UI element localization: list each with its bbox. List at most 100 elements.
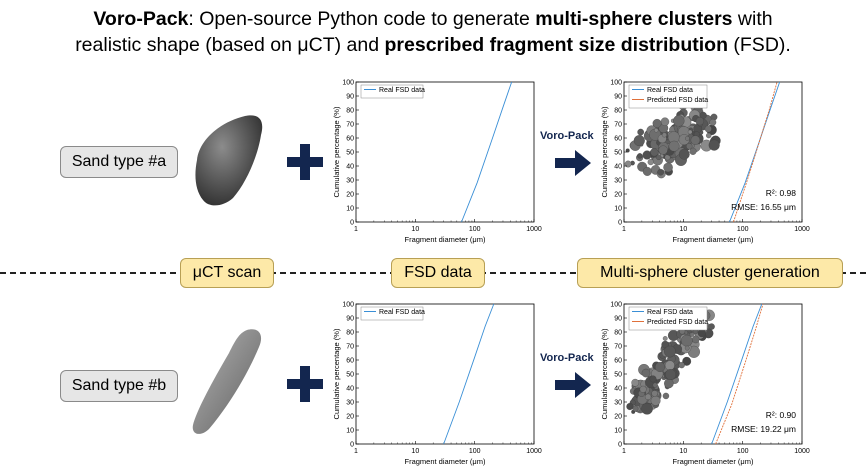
cluster-sphere [633, 135, 645, 147]
legend-box [360, 306, 424, 321]
voro-pack-label-a: Voro-Pack [540, 130, 594, 142]
legend-label: Predicted FSD data [647, 319, 708, 326]
legend-box [628, 84, 708, 109]
title-line-1: Voro-Pack: Open-source Python code to ge… [93, 8, 773, 30]
cluster-sphere [706, 132, 712, 139]
y-tick-label: 50 [346, 150, 354, 157]
sand-type-a-label: Sand type #a [60, 146, 178, 178]
cluster-sphere [662, 392, 670, 400]
x-tick-label: 100 [737, 226, 749, 233]
cluster-sphere [673, 115, 685, 127]
x-axis-label: Fragment diameter (μm) [672, 457, 754, 466]
cluster-sphere [708, 323, 715, 330]
cluster-sphere [664, 378, 674, 389]
cluster-sphere [681, 334, 693, 347]
y-tick-label: 40 [614, 164, 622, 171]
y-tick-label: 100 [610, 80, 622, 87]
y-tick-label: 80 [346, 330, 354, 337]
y-tick-label: 70 [614, 122, 622, 129]
series-line [729, 81, 781, 223]
sand-grain-b-icon [192, 329, 262, 434]
y-tick-label: 10 [614, 428, 622, 435]
right-arrow-icon [555, 150, 591, 176]
legend: Real FSD data [360, 84, 425, 99]
cluster-sphere [651, 390, 658, 397]
y-tick-label: 80 [614, 108, 622, 115]
x-tick-label: 100 [737, 448, 749, 455]
y-tick-label: 90 [614, 94, 622, 101]
cluster-sphere [631, 378, 640, 387]
y-tick-label: 90 [614, 316, 622, 323]
cluster-sphere [650, 395, 661, 406]
y-tick-label: 60 [614, 358, 622, 365]
y-tick-label: 40 [346, 386, 354, 393]
y-tick-label: 70 [346, 344, 354, 351]
cluster-sphere [664, 345, 676, 358]
cluster-sphere [682, 356, 692, 366]
x-tick-label: 100 [469, 448, 481, 455]
cluster-sphere [678, 148, 690, 160]
page-title: Voro-Pack: Open-source Python code to ge… [0, 6, 866, 58]
series-line [443, 303, 495, 445]
cluster-sphere [685, 136, 690, 141]
cluster-generation-tag: Multi-sphere cluster generation [577, 258, 843, 288]
x-tick-label: 1 [354, 448, 358, 455]
sand-grain-a-icon [195, 115, 263, 206]
y-tick-label: 20 [614, 192, 622, 199]
x-tick-label: 1000 [526, 226, 542, 233]
x-axis-label: Fragment diameter (μm) [672, 235, 754, 244]
cluster-sphere [695, 117, 704, 126]
cluster-sphere [687, 129, 693, 135]
y-tick-label: 0 [618, 220, 622, 227]
x-tick-label: 1 [622, 226, 626, 233]
cluster-sphere [650, 148, 659, 157]
x-tick-label: 10 [679, 226, 687, 233]
cluster-sphere [690, 135, 701, 145]
series-line [711, 303, 763, 445]
legend-box [628, 306, 708, 331]
y-tick-label: 60 [614, 136, 622, 143]
cluster-sphere [637, 153, 643, 159]
cluster-sphere [655, 361, 666, 372]
cluster-sphere [637, 128, 644, 136]
x-tick-label: 1000 [794, 226, 810, 233]
voro-pack-label-b: Voro-Pack [540, 352, 594, 364]
cluster-sphere [657, 168, 664, 176]
y-tick-label: 30 [346, 178, 354, 185]
cluster-sphere [625, 148, 630, 153]
legend-label: Real FSD data [379, 309, 425, 316]
series-line [733, 81, 778, 223]
legend-label: Predicted FSD data [647, 97, 708, 104]
y-tick-label: 90 [346, 316, 354, 323]
legend-label: Real FSD data [379, 87, 425, 94]
y-tick-label: 70 [614, 344, 622, 351]
sphere-cluster-icon [624, 98, 721, 179]
plot-frame [355, 81, 535, 223]
cluster-sphere [708, 139, 720, 151]
y-tick-label: 30 [614, 400, 622, 407]
cluster-sphere [689, 147, 697, 155]
y-tick-label: 90 [346, 94, 354, 101]
y-tick-label: 50 [614, 372, 622, 379]
cluster-sphere [652, 118, 662, 128]
cluster-sphere [649, 375, 657, 383]
cluster-sphere [684, 345, 690, 351]
series-line [715, 303, 764, 445]
y-axis-label: Cumulative percentage (%) [332, 328, 341, 419]
cluster-sphere [654, 128, 659, 133]
right-arrow-icon [555, 372, 591, 398]
y-tick-label: 100 [342, 302, 354, 309]
cluster-sphere [644, 393, 652, 400]
uct-scan-tag: μCT scan [180, 258, 274, 288]
x-tick-label: 1 [622, 448, 626, 455]
y-tick-label: 40 [346, 164, 354, 171]
sand-type-b-label: Sand type #b [60, 370, 178, 402]
cluster-sphere [658, 145, 668, 155]
stat-annotation: R²: 0.90 [766, 410, 797, 420]
plot-frame [355, 303, 535, 445]
fsd-data-tag: FSD data [391, 258, 485, 288]
